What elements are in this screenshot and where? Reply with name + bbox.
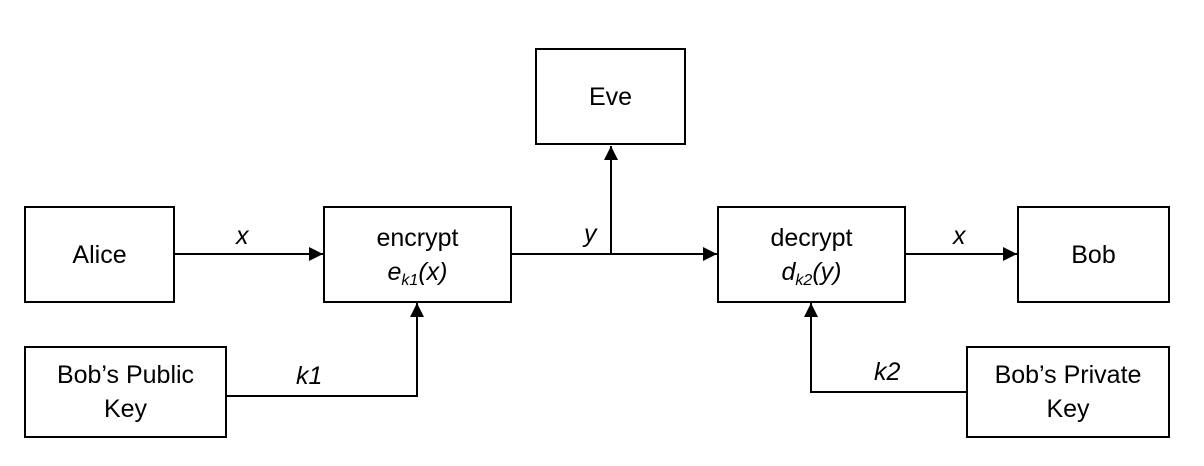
public-key-box: Bob’s Public Key [24,346,227,438]
alice-label: Alice [72,240,127,269]
edge-label-x-decrypted: x [953,222,966,250]
edge-label-y-ciphertext: y [584,220,597,248]
edge-label-k1: k1 [296,362,323,390]
eve-label: Eve [588,82,633,111]
arrow-private-key-to-decrypt [804,303,966,393]
private-key-line1: Bob’s Private [994,361,1142,389]
arrow-public-key-to-encrypt [227,303,424,397]
encrypt-title: encrypt [376,223,459,252]
public-key-line1: Bob’s Public [56,361,195,389]
alice-box: Alice [24,206,175,303]
private-key-box: Bob’s Private Key [966,346,1170,438]
bob-box: Bob [1017,206,1170,303]
eve-box: Eve [535,48,686,145]
decrypt-function: dk2(y) [781,257,842,289]
bob-label: Bob [1071,240,1116,269]
private-key-line2: Key [1046,395,1090,423]
edge-label-k2: k2 [874,358,901,386]
decrypt-box: decrypt dk2(y) [717,206,906,303]
encrypt-function: ek1(x) [387,257,448,289]
edge-label-x-plaintext: x [236,222,249,250]
public-key-line2: Key [103,395,148,423]
encrypt-box: encrypt ek1(x) [323,206,512,303]
decrypt-title: decrypt [770,223,853,252]
